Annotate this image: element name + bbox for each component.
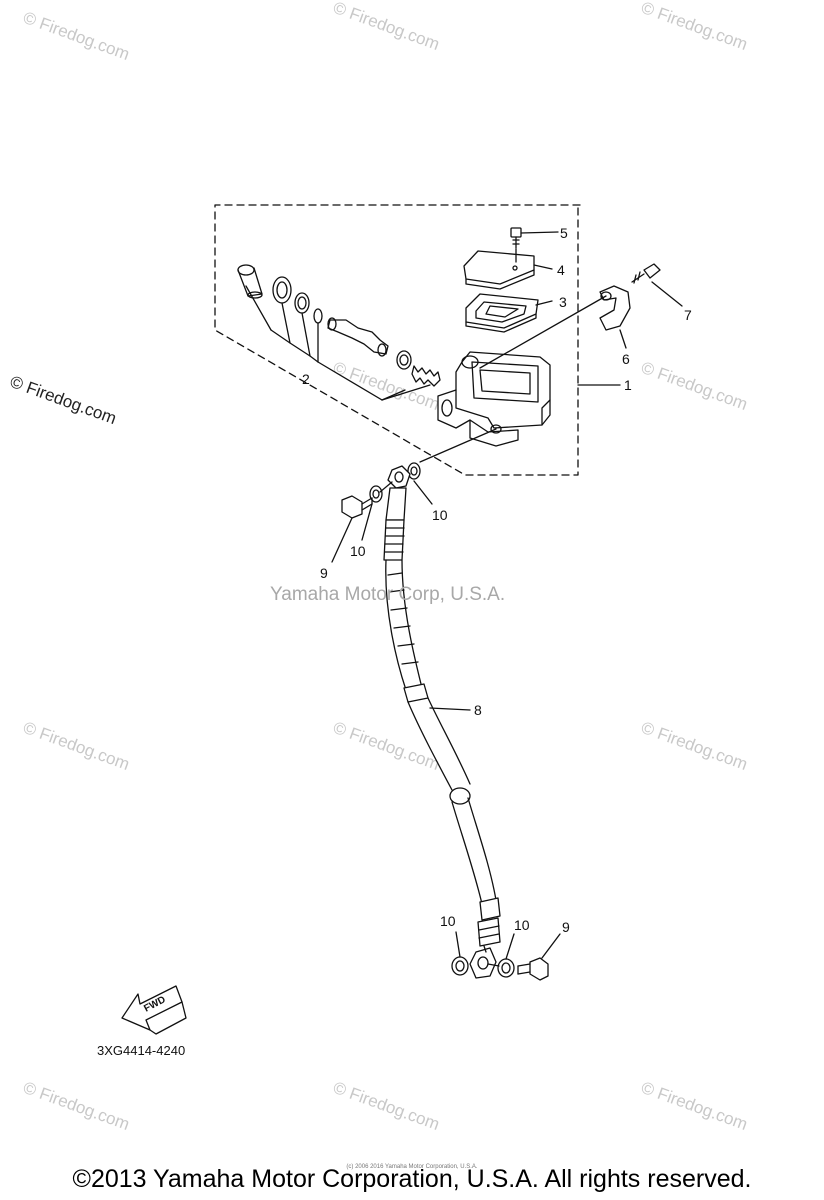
callout-3: 3 — [559, 294, 567, 310]
callout-9-upper: 9 — [320, 565, 328, 581]
footer-copyright: ©2013 Yamaha Motor Corporation, U.S.A. A… — [72, 1165, 752, 1193]
callout-4: 4 — [557, 262, 565, 278]
callout-9-lower: 9 — [562, 919, 570, 935]
watermark-tile: © Firedog.com — [21, 1078, 132, 1134]
part-4-reservoir-cap — [463, 250, 535, 290]
watermark-center: Yamaha Motor Corp, U.S.A. — [270, 584, 506, 605]
part-10-washer-lower-left — [451, 956, 469, 976]
callout-5: 5 — [560, 225, 568, 241]
fwd-arrow-icon — [121, 985, 187, 1035]
leader-lines — [331, 231, 683, 967]
assembly-boundary — [214, 204, 581, 476]
part-10-washer-lower-right — [497, 958, 515, 978]
footer-small-copyright: (c) 2006 2016 Yamaha Motor Corporation, … — [346, 1164, 478, 1170]
callout-7: 7 — [684, 307, 692, 323]
callout-10-lower-left: 10 — [440, 913, 456, 929]
part-3-diaphragm — [465, 293, 539, 333]
part-9-union-bolt-lower — [517, 957, 549, 981]
part-9-union-bolt-upper — [341, 495, 373, 519]
watermark-tile: © Firedog.com — [639, 1078, 750, 1134]
watermark-tile: © Firedog.com — [639, 718, 750, 774]
callout-10-lower-right: 10 — [514, 917, 530, 933]
part-1-master-cylinder-body — [437, 351, 551, 447]
part-6-clamp — [599, 285, 631, 331]
watermark-tile: © Firedog.com — [331, 1078, 442, 1134]
watermark-tile: © Firedog.com — [331, 718, 442, 774]
part-10-washer-upper-right — [407, 462, 421, 480]
callout-6: 6 — [622, 351, 630, 367]
part-2-piston-kit — [237, 264, 441, 401]
callout-8: 8 — [474, 702, 482, 718]
watermark-tile: © Firedog.com — [21, 718, 132, 774]
callout-2: 2 — [302, 371, 310, 387]
watermark-tile: © Firedog.com — [639, 0, 750, 54]
callout-10-upper-left: 10 — [350, 543, 366, 559]
part-7-bolt — [631, 263, 661, 284]
part-10-washer-upper-left — [369, 485, 383, 503]
part-code: 3XG4414-4240 — [97, 1043, 186, 1058]
watermark-tile: © Firedog.com — [21, 8, 132, 64]
part-5-screw — [510, 227, 522, 249]
watermark-tile: © Firedog.com — [331, 0, 442, 54]
watermark-tile: © Firedog.com — [639, 358, 750, 414]
callout-10-upper-right: 10 — [432, 507, 448, 523]
part-8-brake-hose — [383, 465, 501, 979]
callout-1: 1 — [624, 377, 632, 393]
